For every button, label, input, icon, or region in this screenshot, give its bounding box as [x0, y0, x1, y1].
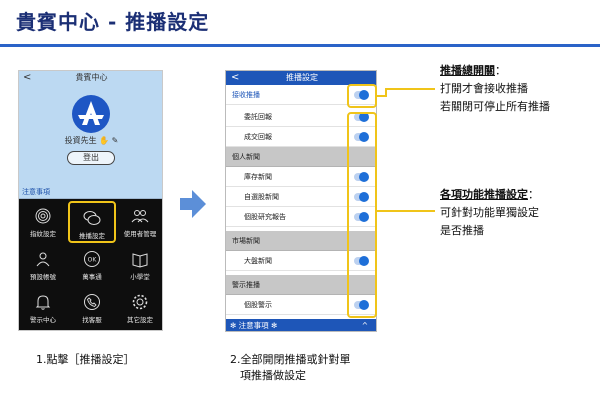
section-market-news: 市場新聞 — [226, 231, 376, 251]
master-toggle-highlight — [347, 84, 377, 108]
vip-center-screen: 貴賓中心 < 投資先生 ✋ ✎ 登出 注意事項 指紋設定 — [18, 70, 163, 331]
toggle-switch[interactable] — [354, 256, 369, 266]
master-switch-annotation: 推播總開關： 打開才會接收推播 若關閉可停止所有推播 — [440, 62, 550, 116]
annotation-text: 是否推播 — [440, 224, 484, 237]
toggle-switch[interactable] — [354, 212, 369, 222]
section-personal-news: 個人新聞 — [226, 147, 376, 167]
notice-bar[interactable]: ✻ 注意事項 ✻ ^ — [226, 319, 376, 331]
user-name: 投資先生 — [64, 136, 97, 145]
toggle-switch[interactable] — [354, 132, 369, 142]
back-button[interactable]: < — [231, 72, 240, 83]
arrow-right-icon — [180, 190, 206, 218]
annotation-text: 若關閉可停止所有推播 — [440, 100, 550, 113]
annotation-title: 各項功能推播設定 — [440, 188, 528, 201]
notice-link[interactable]: 注意事項 — [19, 185, 162, 199]
section-label: 市場新聞 — [232, 237, 260, 245]
annotation-title: 推播總開關 — [440, 64, 495, 77]
grid-item-label: 找客服 — [82, 316, 102, 324]
brand-logo-icon — [72, 95, 110, 133]
function-grid: 指紋設定 推播設定 使用者管理 預設帳號 — [19, 199, 162, 330]
connector-line — [385, 88, 387, 97]
grid-item-label: 預設帳號 — [30, 273, 56, 281]
connector-line — [377, 95, 385, 97]
bell-icon — [35, 295, 51, 310]
row-market-index-news: 大盤新聞 — [226, 251, 376, 271]
annotation-text: 打開才會接收推播 — [440, 82, 528, 95]
grid-item-customer-service[interactable]: 找客服 — [68, 287, 116, 329]
fingerprint-icon — [35, 208, 51, 224]
grid-item-label: 小學堂 — [130, 273, 150, 281]
grid-item-fingerprint[interactable]: 指紋設定 — [19, 201, 67, 243]
users-icon — [131, 210, 149, 223]
grid-item-label: 推播設定 — [79, 232, 105, 240]
row-label: 接收推播 — [232, 91, 260, 99]
row-receive-push: 接收推播 — [226, 85, 376, 105]
svg-text:OK: OK — [88, 257, 98, 264]
toggle-switch[interactable] — [354, 90, 369, 100]
row-label: 大盤新聞 — [244, 257, 272, 265]
back-button[interactable]: < — [23, 72, 32, 83]
item-settings-annotation: 各項功能推播設定： 可針對功能單獨設定 是否推播 — [440, 186, 539, 240]
grid-item-label: 指紋設定 — [30, 230, 56, 238]
item-toggles-highlight — [347, 112, 377, 318]
profile-area: 貴賓中心 < 投資先生 ✋ ✎ 登出 注意事項 — [19, 71, 162, 199]
hand-icon: ✋ — [99, 136, 110, 145]
annotation-text: 可針對功能單獨設定 — [440, 206, 539, 219]
grid-item-know-all[interactable]: OK 萬事通 — [68, 244, 116, 286]
toggle-switch[interactable] — [354, 192, 369, 202]
row-watchlist-news: 自選股新聞 — [226, 187, 376, 207]
screen-header: 貴賓中心 — [75, 73, 108, 82]
section-label: 警示推播 — [232, 281, 260, 289]
grid-item-push-settings[interactable]: 推播設定 — [68, 201, 116, 243]
toggle-switch[interactable] — [354, 112, 369, 122]
phone-icon — [84, 294, 100, 310]
gear-icon — [132, 294, 148, 310]
row-order-report: 委託回報 — [226, 107, 376, 127]
person-icon — [36, 252, 50, 267]
chevron-up-icon: ^ — [361, 321, 368, 330]
row-deal-report: 成交回報 — [226, 127, 376, 147]
user-name-row: 投資先生 ✋ ✎ — [19, 135, 162, 146]
grid-item-default-account[interactable]: 預設帳號 — [19, 244, 67, 286]
ok-icon: OK — [84, 251, 100, 267]
section-label: 個人新聞 — [232, 153, 260, 161]
row-label: 自選股新聞 — [244, 193, 279, 201]
toggle-switch[interactable] — [354, 172, 369, 182]
grid-item-alert-center[interactable]: 警示中心 — [19, 287, 67, 329]
section-alert-push: 警示推播 — [226, 275, 376, 295]
grid-item-classroom[interactable]: 小學堂 — [116, 244, 162, 286]
book-icon — [132, 253, 148, 268]
step-2-caption: 2.全部開閉推播或針對單 項推播做設定 — [230, 353, 351, 382]
grid-item-other-settings[interactable]: 其它設定 — [116, 287, 162, 329]
grid-item-label: 萬事通 — [82, 273, 102, 281]
chat-bubbles-icon — [83, 211, 101, 225]
row-research-report: 個股研究報告 — [226, 207, 376, 227]
row-label: 庫存新聞 — [244, 173, 272, 181]
row-inventory-news: 庫存新聞 — [226, 167, 376, 187]
title-underline — [0, 44, 600, 47]
row-label: 成交回報 — [244, 133, 272, 141]
row-label: 個股警示 — [244, 301, 272, 309]
grid-item-label: 使用者管理 — [123, 230, 157, 238]
connector-line — [377, 210, 435, 212]
step-1-caption: 1.點擊［推播設定］ — [36, 353, 135, 366]
toggle-switch[interactable] — [354, 300, 369, 310]
grid-item-label: 其它設定 — [127, 316, 153, 324]
edit-icon[interactable]: ✎ — [111, 136, 119, 145]
logout-button[interactable]: 登出 — [67, 151, 115, 165]
screen-header: 推播設定 — [226, 71, 376, 85]
row-stock-alert: 個股警示 — [226, 295, 376, 315]
grid-item-user-management[interactable]: 使用者管理 — [116, 201, 162, 243]
push-settings-screen: 推播設定 < 接收推播 委託回報 成交回報 個人新聞 庫存新聞 自選股新聞 個股… — [225, 70, 377, 332]
connector-line — [385, 88, 435, 90]
row-label: 個股研究報告 — [244, 213, 286, 221]
grid-item-label: 警示中心 — [30, 316, 56, 324]
row-label: 委託回報 — [244, 113, 272, 121]
page-title: 貴賓中心 - 推播設定 — [16, 10, 210, 34]
notice-label: ✻ 注意事項 ✻ — [230, 321, 278, 330]
